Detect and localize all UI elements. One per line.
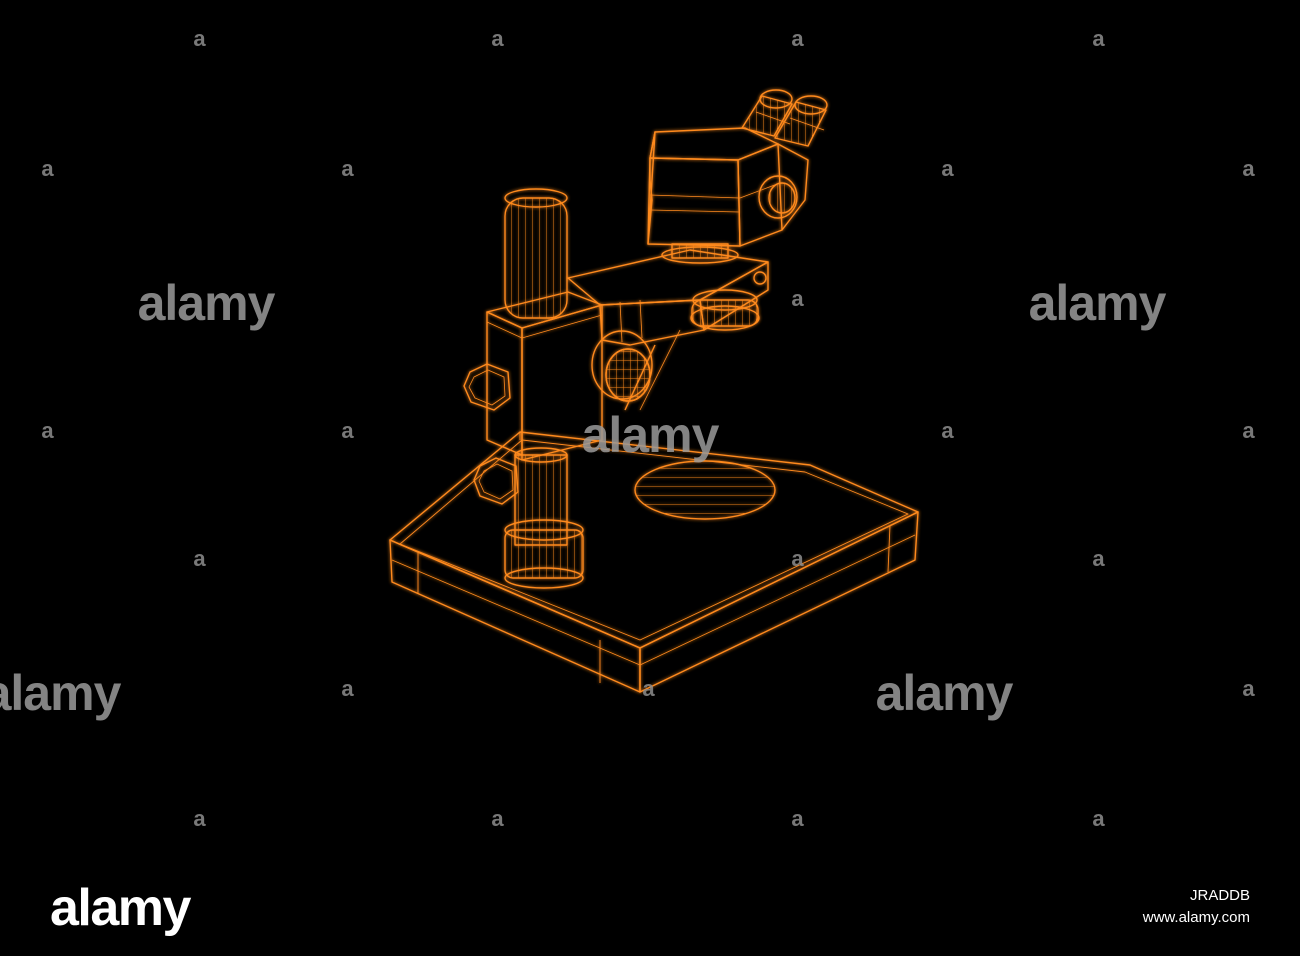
footer-image-info: JRADDB www.alamy.com (1143, 885, 1250, 929)
watermark-mark: a (491, 806, 503, 831)
watermark-mark: a (791, 806, 803, 831)
watermark-mark: a (941, 156, 953, 181)
watermark-mark: a (791, 546, 803, 571)
watermark-mark: a (1242, 418, 1254, 443)
head-knob (758, 175, 798, 219)
objective-lens (690, 271, 767, 331)
watermark-mark: a (1092, 26, 1104, 51)
watermark-mark: a (1242, 156, 1254, 181)
microscope-head (647, 127, 809, 264)
watermark-mark: a (41, 418, 53, 443)
microscope-base (389, 431, 919, 693)
watermark-mark: a (791, 286, 803, 311)
watermark-mark: a (193, 26, 205, 51)
stage-plate (634, 460, 776, 520)
watermark-mark: a (1092, 806, 1104, 831)
watermark-word: alamy (581, 407, 720, 463)
watermark-word: alamy (1028, 275, 1167, 331)
watermark-mark: a (941, 418, 953, 443)
focus-knob (591, 330, 653, 402)
watermark-word: alamy (875, 665, 1014, 721)
watermark-word: alamy (0, 665, 121, 721)
pillar (504, 447, 584, 589)
microscope-arm (567, 249, 769, 411)
watermark-mark: a (193, 546, 205, 571)
watermark-mark: a (341, 418, 353, 443)
watermark-mark: a (193, 806, 205, 831)
watermark-mark: a (491, 26, 503, 51)
watermark-mark: a (41, 156, 53, 181)
watermark-mark: a (1242, 676, 1254, 701)
watermark-mark: a (341, 676, 353, 701)
adjustment-knob-lower (473, 457, 519, 505)
watermark-word: alamy (137, 275, 276, 331)
watermark-mark: a (791, 26, 803, 51)
image-id: JRADDB (1189, 887, 1250, 904)
footer-logo: alamy (50, 879, 191, 937)
watermark-mark: a (341, 156, 353, 181)
adjustment-knob-upper (463, 363, 511, 411)
pillar-top (504, 188, 568, 319)
microscope-wireframe (389, 89, 919, 693)
eyepieces (741, 89, 828, 147)
site-url: www.alamy.com (1142, 909, 1250, 926)
watermark-mark: a (642, 676, 654, 701)
watermark-mark: a (1092, 546, 1104, 571)
